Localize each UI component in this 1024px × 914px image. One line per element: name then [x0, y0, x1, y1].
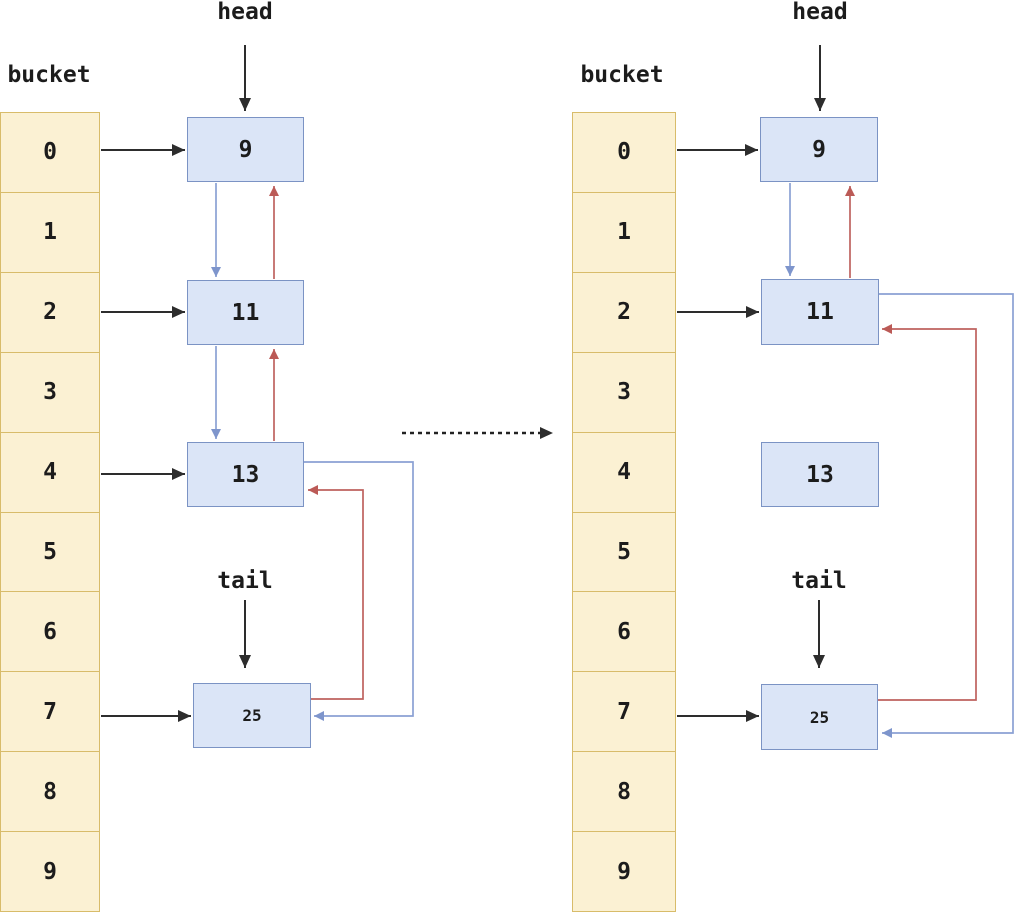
bucket-cell-0: 0	[43, 139, 57, 166]
bucket-cell-8: 8	[1, 751, 99, 831]
bucket-cell-4: 4	[1, 431, 99, 512]
right-head-label: head	[792, 0, 848, 25]
right-tail-label: tail	[791, 568, 847, 594]
right-edge-next-11-25	[879, 293, 1014, 738]
bucket-cell-1: 1	[1, 191, 99, 272]
bucket-cell-5: 5	[1, 511, 99, 592]
bucket-cell-3: 3	[1, 351, 99, 432]
bucket-cell-2: 2	[573, 271, 675, 352]
bucket-cell-2: 2	[1, 271, 99, 352]
left-node-11: 11	[187, 280, 304, 345]
bucket-cell-9: 9	[1, 831, 99, 911]
bucket-cell-9: 9	[573, 831, 675, 911]
bucket-cell-3: 3	[573, 351, 675, 432]
bucket-cell-5: 5	[573, 511, 675, 592]
left-bucket-array: 0 1 2 3 4 5 6 7 8 9	[0, 112, 100, 912]
left-tail-label: tail	[217, 568, 273, 594]
bucket-cell-8: 8	[573, 751, 675, 831]
right-node-11: 11	[761, 279, 879, 345]
right-edge-prev-25-11	[878, 324, 977, 701]
left-edge-prev-25-13	[308, 485, 364, 700]
left-node-25: 25	[193, 683, 311, 748]
bucket-cell-0: 0	[617, 139, 631, 166]
bucket-cell-4: 4	[573, 431, 675, 512]
bucket-cell-7: 7	[573, 671, 675, 751]
bucket-cell-7: 7	[1, 671, 99, 751]
bucket-cell-1: 1	[573, 191, 675, 272]
right-node-13-detached: 13	[761, 442, 879, 507]
left-bucket-label: bucket	[7, 62, 91, 88]
bucket-cell-6: 6	[573, 591, 675, 671]
right-node-25: 25	[761, 684, 878, 750]
right-node-9: 9	[760, 117, 878, 182]
left-edge-next-13-25	[304, 461, 414, 721]
left-node-9: 9	[187, 117, 304, 182]
right-bucket-array: 0 1 2 3 4 5 6 7 8 9	[572, 112, 676, 912]
bucket-cell-6: 6	[1, 591, 99, 671]
left-node-13: 13	[187, 442, 304, 507]
left-head-label: head	[217, 0, 273, 25]
right-bucket-label: bucket	[580, 62, 664, 88]
